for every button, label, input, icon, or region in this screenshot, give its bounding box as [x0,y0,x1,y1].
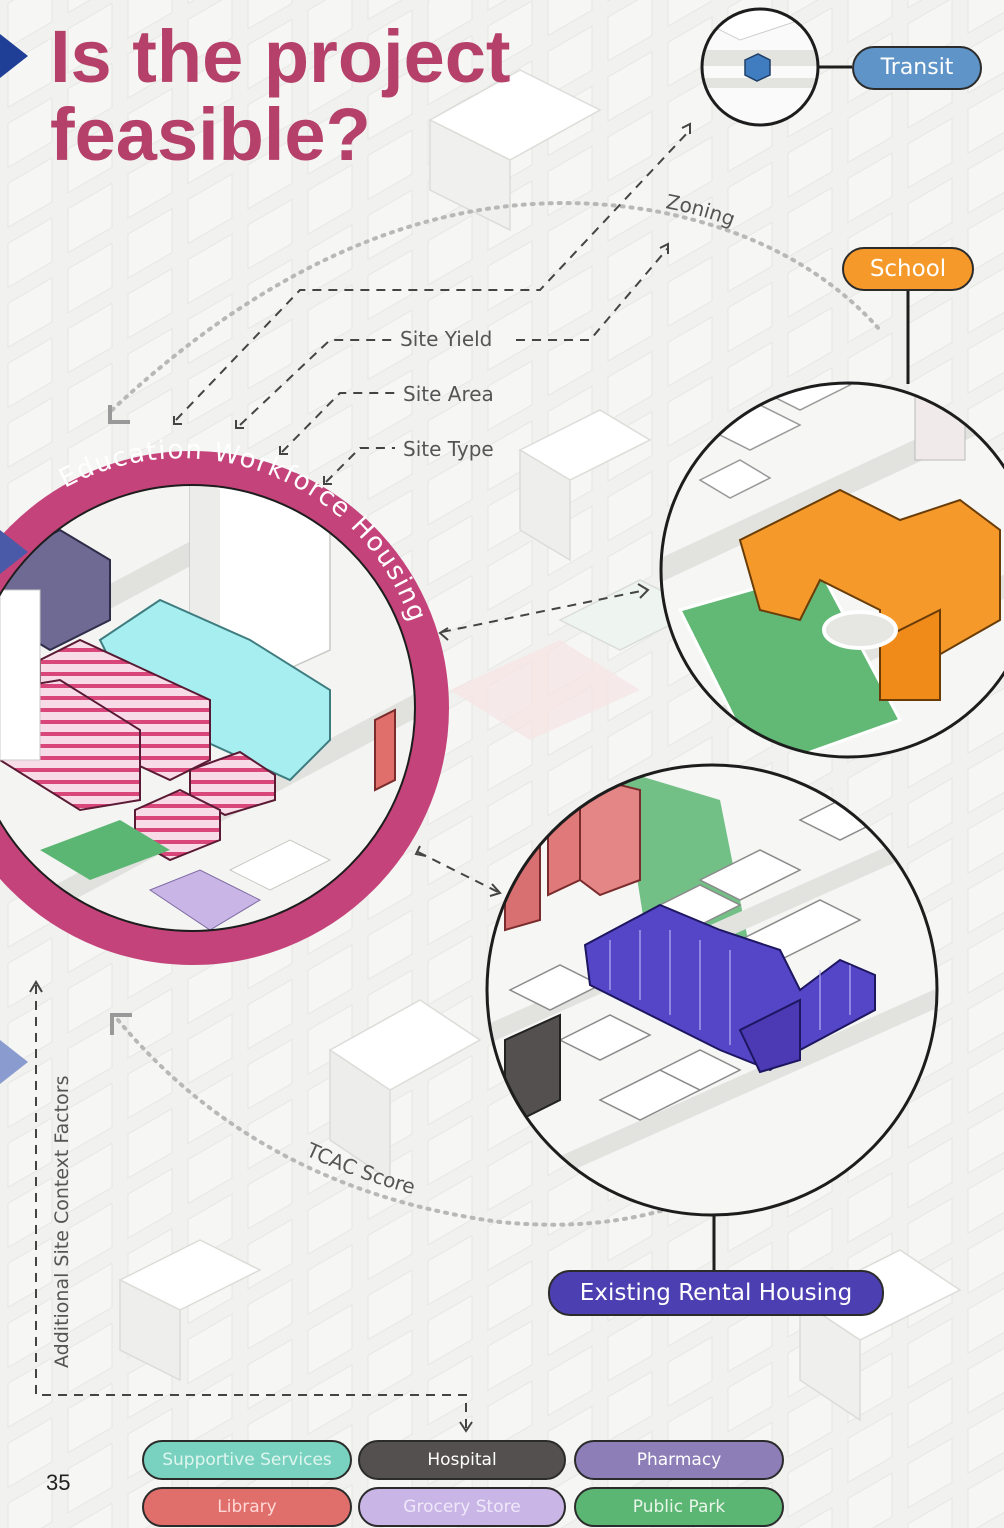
rental-callout [485,763,939,1270]
arrow-heads [29,122,691,1433]
side-bullet-icon [0,530,28,574]
legend-hospital: Hospital [358,1440,566,1480]
school-callout [659,291,1004,759]
transit-callout [700,7,852,127]
legend-grocery-store: Grocery Store [358,1487,566,1527]
transit-tag: Transit [852,46,982,90]
title-bullet-icon [0,34,28,78]
site-yield-label: Site Yield [400,327,493,351]
page-title: Is the project feasible? [50,15,511,176]
site-area-label: Site Area [403,382,494,406]
leader-lines [35,129,691,1428]
library-ghost-block [450,640,640,740]
education-workforce-housing-ring: Education Workforce Housing [0,435,449,965]
legend-library: Library [142,1487,352,1527]
tcac-arc [116,1018,682,1227]
legend-pharmacy: Pharmacy [574,1440,784,1480]
page-number: 35 [46,1470,71,1495]
additional-site-context-factors-label: Additional Site Context Factors [51,1076,73,1368]
school-tag: School [842,247,974,291]
legend-supportive-services: Supportive Services [142,1440,352,1480]
legend-public-park: Public Park [574,1487,784,1527]
existing-rental-housing-tag: Existing Rental Housing [548,1270,884,1316]
side-bullet-icon [0,1040,28,1084]
site-type-label: Site Type [403,437,494,461]
background-buildings [118,69,962,1422]
zoning-arc [110,201,882,412]
